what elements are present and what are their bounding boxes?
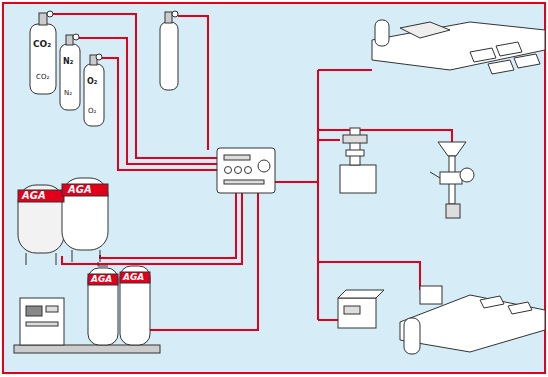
gas-formula: N₂ (63, 58, 73, 66)
brand-label: AGA (22, 191, 46, 201)
gas-formula: O₂ (87, 78, 97, 86)
gas-formula: N₂ (64, 90, 72, 97)
gas-formula: CO₂ (33, 40, 51, 49)
brand-label: AGA (123, 273, 144, 282)
gas-formula: O₂ (88, 108, 96, 115)
brand-label: AGA (68, 185, 92, 195)
gas-formula: CO₂ (36, 74, 49, 81)
brand-label: AGA (91, 275, 112, 284)
